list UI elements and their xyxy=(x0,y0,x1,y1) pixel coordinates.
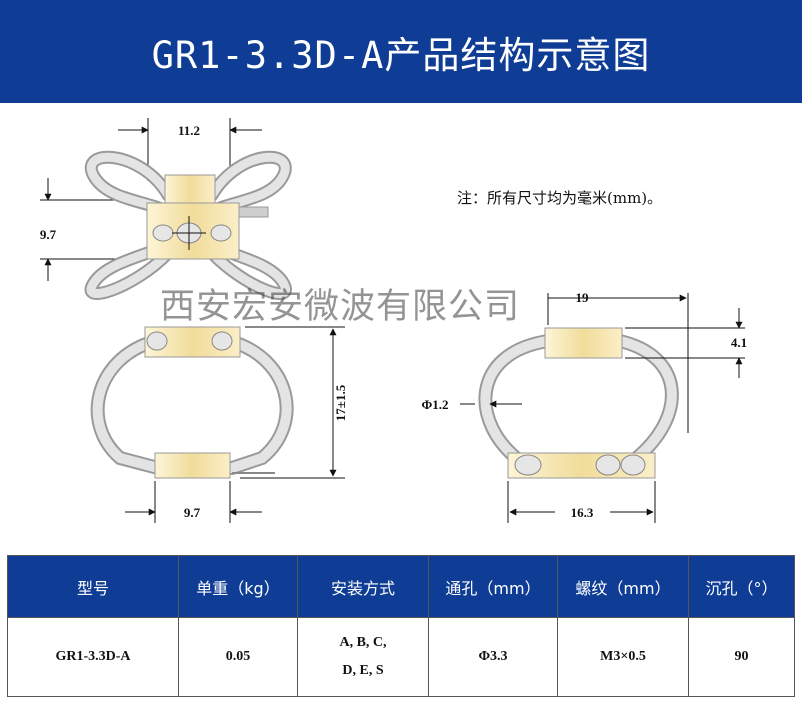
cell-mount-line2: D, E, S xyxy=(342,663,384,678)
mount-hole xyxy=(152,224,174,242)
wire-eye xyxy=(595,454,621,476)
header-thread: 螺纹（mm） xyxy=(557,555,689,618)
title-banner: GR1-3.3D-A产品结构示意图 xyxy=(0,0,802,103)
cell-thread: M3×0.5 xyxy=(557,617,689,697)
header-through-hole: 通孔（mm） xyxy=(428,555,558,618)
wire-end xyxy=(237,206,269,218)
dim-top-height: 9.7 xyxy=(40,227,57,242)
page-title: GR1-3.3D-A产品结构示意图 xyxy=(151,33,651,77)
header-model: 型号 xyxy=(7,555,179,618)
mount-hole xyxy=(210,224,232,242)
wire-eye xyxy=(514,454,542,476)
front-base-block xyxy=(154,452,231,479)
front-wire xyxy=(92,336,292,473)
side-view: 19 4.1 Φ1.2 16.3 xyxy=(421,290,747,523)
company-watermark: 西安宏安微波有限公司 xyxy=(160,287,521,327)
side-top-block xyxy=(544,327,623,359)
dim-wire-diameter: Φ1.2 xyxy=(421,397,448,412)
dim-top-width: 11.2 xyxy=(178,123,200,138)
spec-table: 型号 单重（kg） 安装方式 通孔（mm） 螺纹（mm） 沉孔（°） GR1-3… xyxy=(7,555,795,697)
wire-loops xyxy=(86,152,290,298)
header-mount: 安装方式 xyxy=(297,555,429,618)
cell-mount-line1: A, B, C, xyxy=(339,635,387,650)
header-weight: 单重（kg） xyxy=(178,555,298,618)
dim-side-base: 16.3 xyxy=(571,505,594,520)
table-header-row: 型号 单重（kg） 安装方式 通孔（mm） 螺纹（mm） 沉孔（°） xyxy=(7,555,795,618)
unit-note: 注：所有尺寸均为毫米(mm)。 xyxy=(457,189,663,207)
cell-through-hole: Φ3.3 xyxy=(428,617,558,697)
drawing-svg: 11.2 9.7 xyxy=(40,118,747,523)
wire-eye xyxy=(211,331,233,351)
dim-side-top: 19 xyxy=(576,290,590,305)
dim-front-height: 17±1.5 xyxy=(333,384,348,421)
structure-drawing: 11.2 9.7 xyxy=(0,103,802,553)
cell-countersink: 90 xyxy=(688,617,795,697)
cell-weight: 0.05 xyxy=(178,617,298,697)
header-countersink: 沉孔（°） xyxy=(688,555,795,618)
front-view: 17±1.5 9.7 xyxy=(90,326,348,523)
table-row: GR1-3.3D-A 0.05 A, B, C, D, E, S Φ3.3 M3… xyxy=(7,617,795,697)
wire-eye xyxy=(620,454,646,476)
cell-mount: A, B, C, D, E, S xyxy=(297,617,429,697)
dim-side-block: 4.1 xyxy=(731,335,747,350)
dim-front-base: 9.7 xyxy=(184,505,201,520)
cell-model: GR1-3.3D-A xyxy=(7,617,179,697)
wire-eye xyxy=(146,331,168,351)
top-block-rear xyxy=(164,174,216,204)
top-view: 11.2 9.7 xyxy=(40,118,292,300)
side-wire xyxy=(480,336,677,468)
